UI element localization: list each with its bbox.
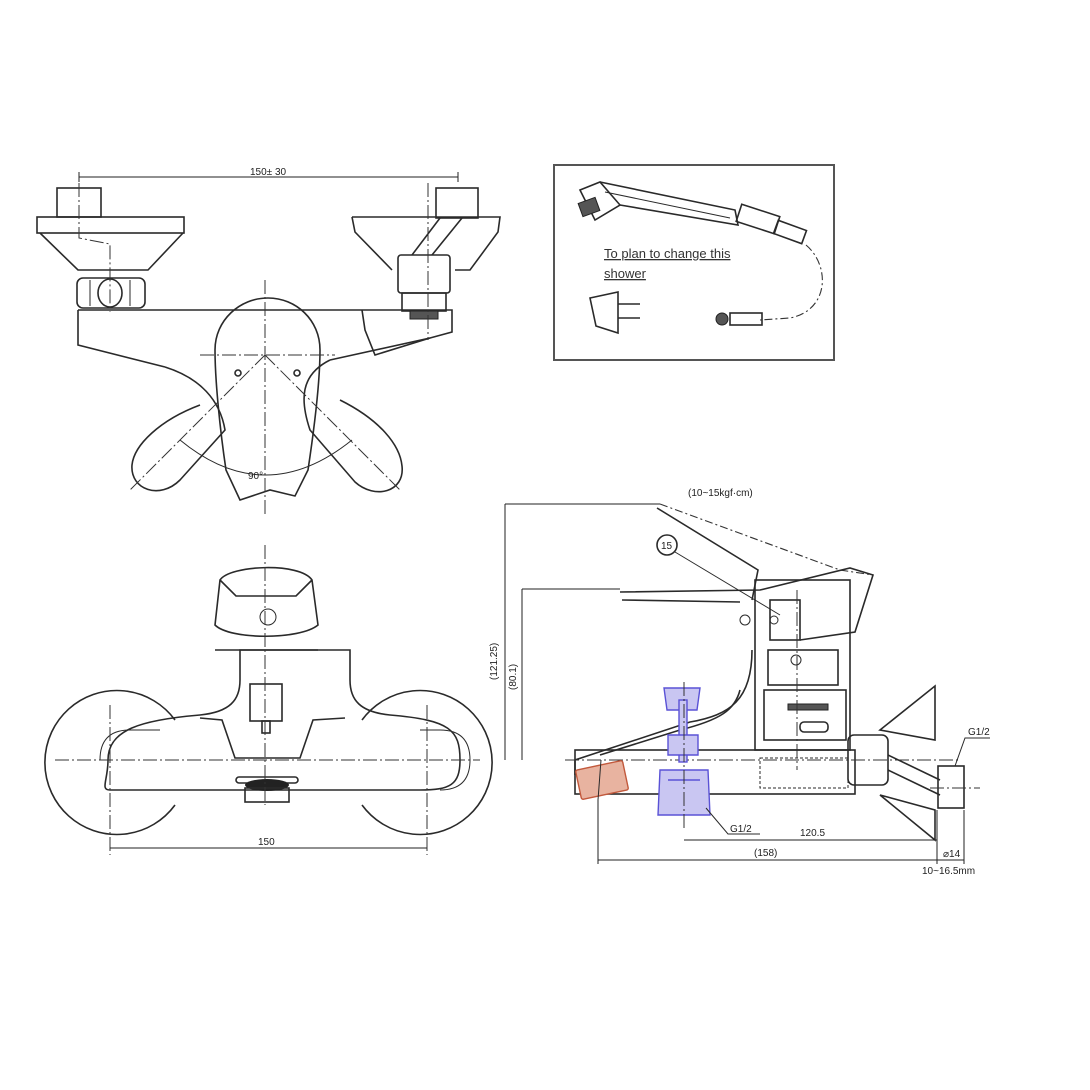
overall-depth-label: (158) — [754, 848, 777, 859]
front-view: 150 — [44, 545, 493, 855]
inset-caption-line2: shower — [604, 266, 647, 281]
inlet-spacing-label: 150± 30 — [250, 167, 287, 178]
inlet-thread-label: G1/2 — [730, 824, 752, 835]
inset-caption-line1: To plan to change this — [604, 246, 731, 261]
top-view: 150± 30 90° — [36, 167, 501, 515]
side-section-view: (121.25) (80.1) (10~15kgf·cm) 15 — [489, 488, 990, 877]
outlet-thread-label: G1/2 — [968, 727, 990, 738]
torque-label: (10~15kgf·cm) — [688, 488, 753, 499]
lever-rotation-label: 90° — [248, 471, 263, 482]
height-total-label: (121.25) — [489, 643, 500, 680]
outlet-spacing-label: 150 — [258, 837, 275, 848]
wall-range-label: 10~16.5mm — [922, 866, 975, 877]
callout-number: 15 — [661, 541, 673, 552]
shower-inset-box: To plan to change this shower — [553, 164, 835, 361]
depth-label: 120.5 — [800, 828, 825, 839]
height-spout-label: (80.1) — [508, 664, 519, 690]
wall-thickness-label: ⌀14 — [943, 849, 961, 860]
